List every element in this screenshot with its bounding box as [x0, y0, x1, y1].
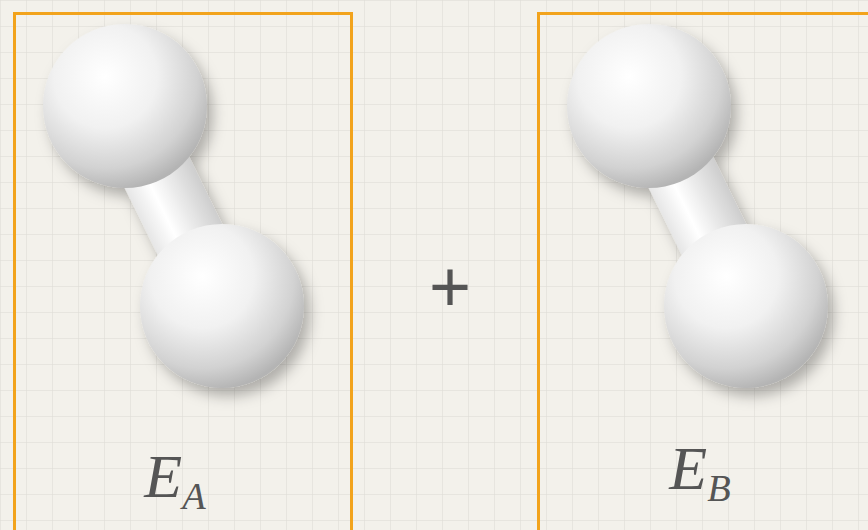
plus-sign: + — [429, 250, 471, 322]
energy-box: EB — [537, 12, 868, 530]
energy-label: EA — [144, 445, 205, 507]
atom — [43, 24, 207, 188]
atom — [664, 224, 828, 388]
molecule-b — [567, 24, 828, 388]
atom — [567, 24, 731, 188]
molecule-a — [43, 24, 304, 388]
energy-label: EB — [669, 437, 730, 499]
atom — [140, 224, 304, 388]
energy-box: EA — [13, 12, 353, 530]
